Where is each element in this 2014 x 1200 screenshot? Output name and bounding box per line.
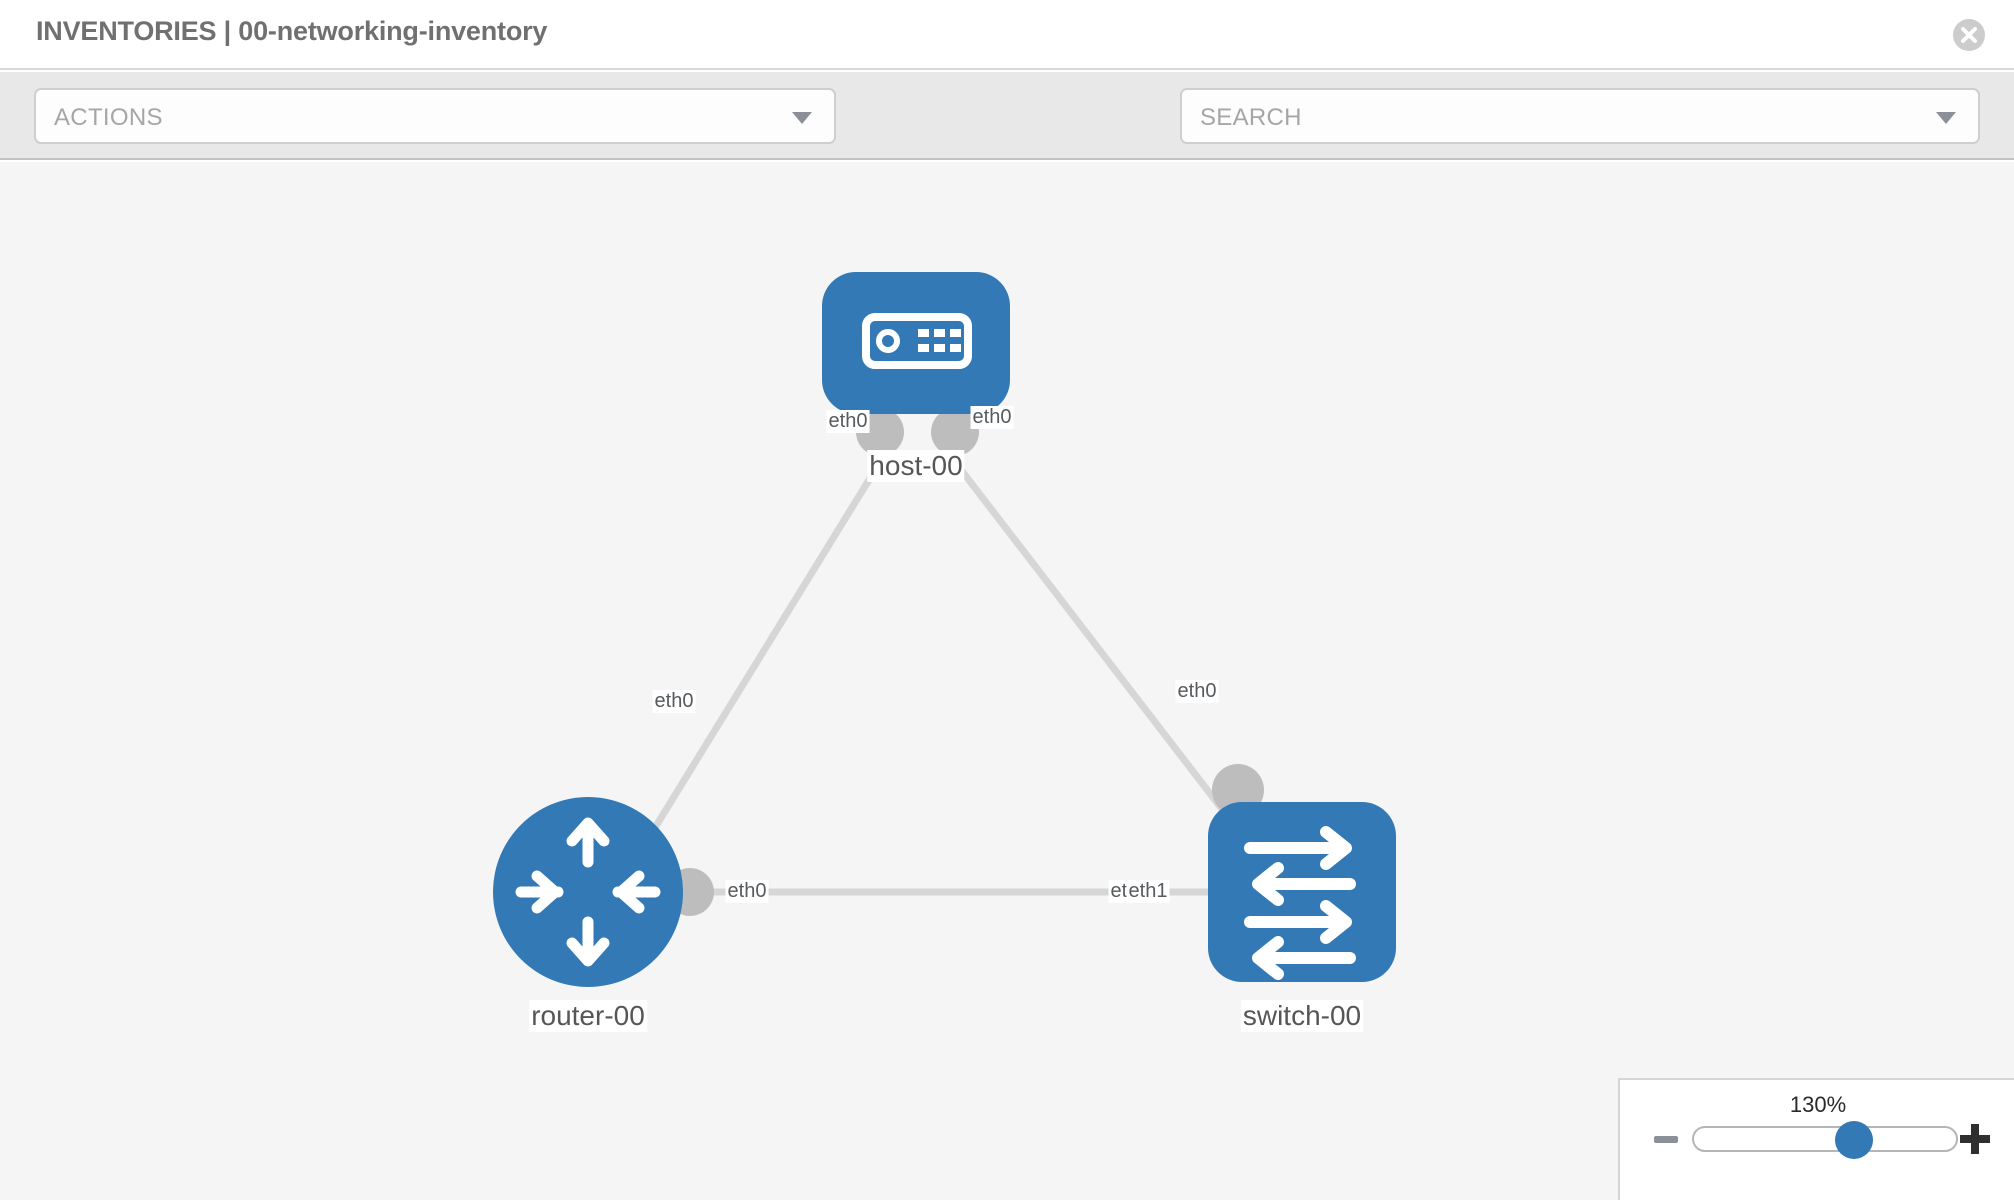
zoom-slider[interactable] [1692,1121,1958,1159]
edge-label: eth1 [1126,880,1170,903]
node-label-switch-00: switch-00 [1240,1000,1364,1032]
link-host-router[interactable] [637,460,883,854]
node-label-router-00: router-00 [529,1000,647,1032]
edge-label: eth0 [1175,680,1219,703]
node-router-00[interactable] [493,797,683,987]
actions-dropdown[interactable]: ACTIONS [34,88,836,144]
server-icon [862,313,972,369]
router-arrows-icon [515,817,661,967]
edge-label: eth0 [652,690,696,713]
node-host-00[interactable] [822,272,1010,414]
zoom-level-label: 130% [1789,1092,1847,1117]
edge-label: eth0 [826,410,870,433]
toolbar: ACTIONS SEARCH [0,72,2014,211]
chevron-down-icon[interactable] [1936,112,1956,124]
link-group [637,459,1258,896]
topology-canvas[interactable]: eth0 eth0 eth0 eth0 eth0 eth1 eth0 host-… [0,162,2014,1200]
zoom-in-button[interactable] [1960,1124,1990,1154]
page-title: INVENTORIES | 00-networking-inventory [36,16,548,46]
topology-graph [493,272,1396,987]
zoom-control-panel: 130% [1618,1078,2014,1200]
chevron-down-icon [792,112,812,124]
edge-label: eth0 [970,406,1014,429]
port-host-eth1[interactable] [931,408,979,456]
search-placeholder: SEARCH [1200,104,1302,131]
zoom-slider-thumb[interactable] [1835,1121,1874,1159]
node-switch-00[interactable] [1208,802,1396,982]
node-label-host-00: host-00 [867,450,965,482]
link-host-switch[interactable] [952,459,1258,855]
search-input[interactable]: SEARCH [1180,88,1980,144]
zoom-out-button[interactable] [1654,1136,1678,1143]
page-header: INVENTORIES | 00-networking-inventory [0,0,2014,70]
actions-dropdown-label: ACTIONS [54,104,163,131]
edge-label: eth0 [725,880,769,903]
close-icon[interactable] [1952,18,1986,52]
switch-arrows-icon [1244,826,1356,980]
